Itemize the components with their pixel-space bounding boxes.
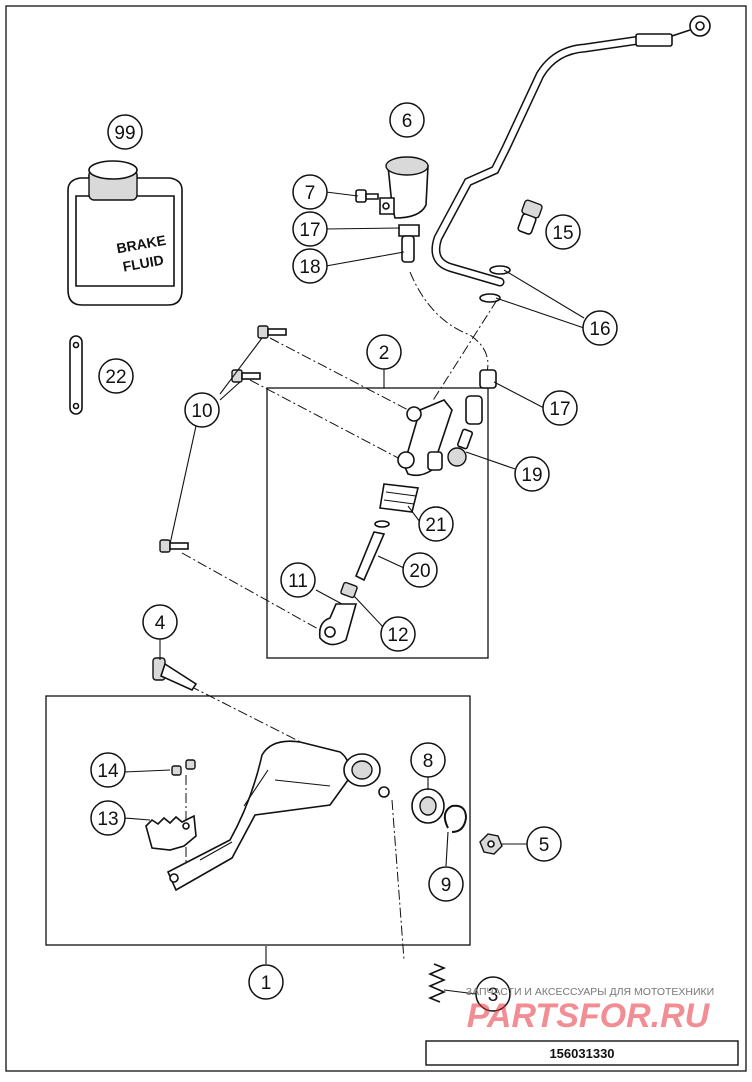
callout-circle-17b <box>542 390 578 426</box>
callout-label-19: 19 <box>521 465 542 486</box>
callout-circle-10 <box>184 392 220 428</box>
brake-fluid-bottle: BRAKE FLUID <box>67 160 183 306</box>
assembly-box-brake-pedal <box>45 695 471 946</box>
part-15-bleed-screw <box>517 199 543 235</box>
callout-label-9: 9 <box>441 875 452 896</box>
part-21-boot <box>374 483 419 528</box>
bottle-label-line-2: FLUID <box>121 252 164 275</box>
callout-circle-99 <box>107 114 143 150</box>
callout-circle-4 <box>142 604 178 640</box>
callout-circle-2 <box>366 334 402 370</box>
callout-label-5: 5 <box>539 835 550 856</box>
callout-label-4: 4 <box>155 613 166 634</box>
part-22-strap <box>69 335 83 415</box>
callout-circle-21 <box>418 506 454 542</box>
callout-label-2: 2 <box>379 343 390 364</box>
callout-circle-19 <box>514 456 550 492</box>
callout-circle-13 <box>90 800 126 836</box>
callout-label-16: 16 <box>589 319 610 340</box>
callout-circle-22 <box>98 358 134 394</box>
outer-frame <box>5 5 747 1072</box>
callout-circle-20 <box>402 552 438 588</box>
diagram-id: 156031330 <box>549 1046 614 1061</box>
assembly-lines <box>181 271 498 961</box>
part-3-spring <box>427 963 447 1003</box>
part-13-step-plate <box>145 814 197 851</box>
assembly-box-master-cylinder <box>266 387 489 659</box>
callout-circle-9 <box>428 866 464 902</box>
callout-circle-3 <box>475 976 511 1012</box>
callout-label-17a: 17 <box>299 220 320 241</box>
part-4-pivot-bolt <box>152 657 198 692</box>
callout-label-18: 18 <box>299 257 320 278</box>
callout-circle-8 <box>410 742 446 778</box>
watermark-top-text: ЗАПЧАСТИ И АКСЕССУАРЫ ДЛЯ МОТОТЕХНИКИ <box>466 986 714 998</box>
callout-label-7: 7 <box>305 183 316 204</box>
callout-label-21: 21 <box>425 515 446 536</box>
callout-label-22: 22 <box>105 367 126 388</box>
part-14-screws <box>171 759 196 776</box>
watermark-brand: PARTSFOR.RU <box>467 997 711 1035</box>
callout-label-20: 20 <box>409 561 430 582</box>
callout-circle-12 <box>380 616 416 652</box>
callout-label-11: 11 <box>288 571 308 592</box>
part-17-clamp-right <box>465 369 497 425</box>
callout-circle-15 <box>545 214 581 250</box>
brake-line <box>431 15 711 287</box>
part-11-clevis <box>318 603 358 646</box>
callout-circle-1 <box>248 964 284 1000</box>
callout-label-3: 3 <box>488 985 499 1006</box>
callout-circle-17a <box>292 211 328 247</box>
part-18-hose <box>401 235 415 263</box>
part-2-master-cylinder <box>397 399 453 477</box>
part-17-clamp-top <box>398 224 420 237</box>
watermark: ЗАПЧАСТИ И АКСЕССУАРЫ ДЛЯ МОТОТЕХНИКИ PA… <box>466 986 714 1035</box>
callout-label-14: 14 <box>97 761 119 782</box>
part-19-nipple <box>447 428 474 467</box>
leader-lines <box>123 191 585 995</box>
callout-label-6: 6 <box>402 111 413 132</box>
part-16-washers <box>479 265 511 303</box>
part-10-bolts <box>159 325 287 553</box>
callout-label-8: 8 <box>423 751 434 772</box>
callout-circle-11 <box>280 562 316 598</box>
part-20-pushrod <box>354 531 386 582</box>
part-9-circlip <box>443 804 468 833</box>
callout-circle-7 <box>292 174 328 210</box>
callout-circle-5 <box>526 826 562 862</box>
callout-label-1: 1 <box>261 973 272 994</box>
part-12-nut <box>340 581 358 599</box>
part-8-bearing <box>411 788 445 824</box>
callout-label-17b: 17 <box>549 399 570 420</box>
callout-label-10: 10 <box>191 401 212 422</box>
part-6-reservoir <box>379 156 429 219</box>
callout-circle-16 <box>582 310 618 346</box>
callout-label-12: 12 <box>387 625 408 646</box>
part-7-screw <box>355 189 379 203</box>
callout-label-15: 15 <box>552 223 573 244</box>
callout-circle-6 <box>389 102 425 138</box>
callout-label-13: 13 <box>97 809 118 830</box>
part-1-brake-pedal <box>166 740 390 892</box>
diagram-id-box <box>425 1040 739 1066</box>
callout-label-99: 99 <box>114 123 135 144</box>
callout-circle-18 <box>292 248 328 284</box>
callout-circle-14 <box>90 752 126 788</box>
part-5-nut <box>479 833 503 855</box>
